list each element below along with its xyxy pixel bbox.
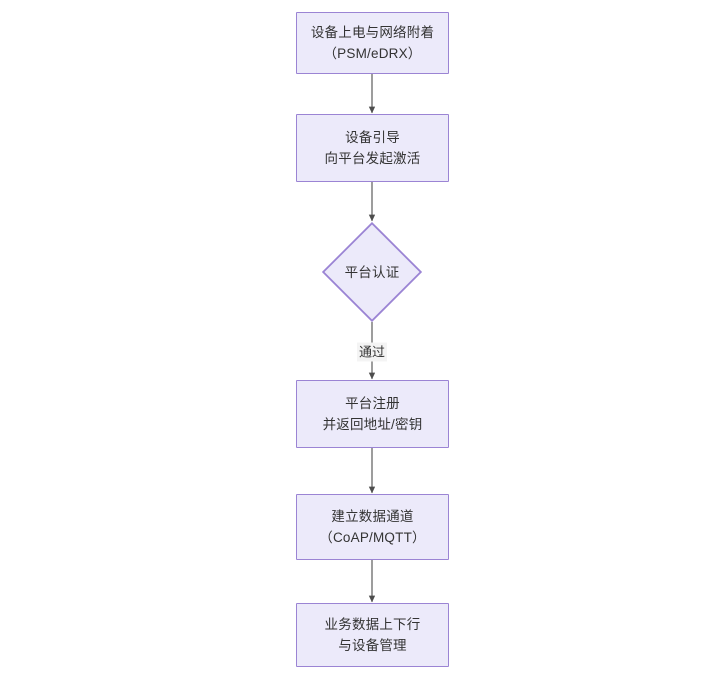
node-label: 业务数据上下行 与设备管理 [324,617,421,653]
node-label: 平台认证 [344,264,400,280]
node-label: 设备引导 向平台发起激活 [324,130,421,166]
node-platform-authentication[interactable]: 平台认证 [322,222,422,322]
node-label: 平台注册 并返回地址/密钥 [322,396,423,432]
node-device-bootstrap[interactable]: 设备引导 向平台发起激活 [296,114,449,182]
node-label: 建立数据通道 （CoAP/MQTT） [319,509,426,545]
diamond-icon [322,222,422,322]
node-business-data-and-device-management[interactable]: 业务数据上下行 与设备管理 [296,603,449,667]
edge-label-pass: 通过 [356,342,388,362]
node-establish-data-channel[interactable]: 建立数据通道 （CoAP/MQTT） [296,494,449,560]
node-label: 设备上电与网络附着 （PSM/eDRX） [310,25,435,61]
node-platform-registration[interactable]: 平台注册 并返回地址/密钥 [296,380,449,448]
node-device-power-on[interactable]: 设备上电与网络附着 （PSM/eDRX） [296,12,449,74]
